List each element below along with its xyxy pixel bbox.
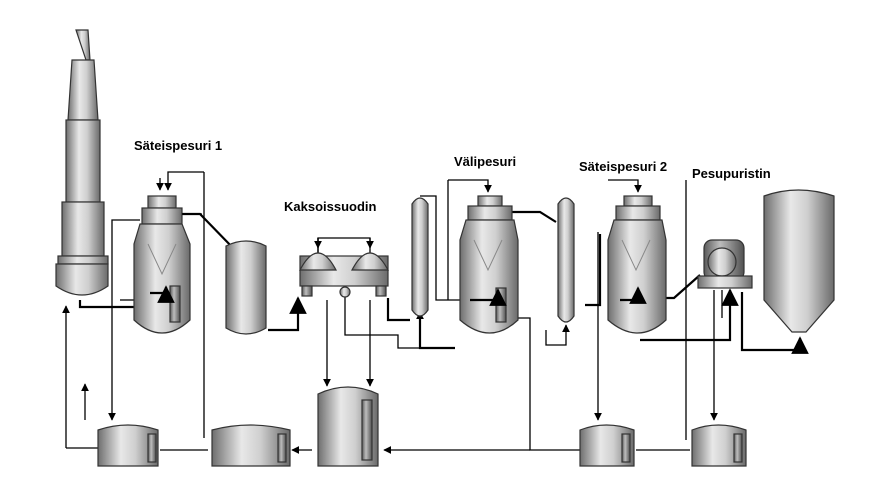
label-sateispesuri-2: Säteispesuri 2 xyxy=(579,159,668,174)
separator-column-1 xyxy=(411,197,429,317)
bottom-tank-5 xyxy=(691,424,747,467)
pesupuristin-press xyxy=(697,239,753,289)
separator-column-2 xyxy=(557,197,575,323)
pipe-overlay xyxy=(150,213,647,306)
sateispesuri-1-vessel xyxy=(133,195,191,334)
bottom-tank-3 xyxy=(317,386,379,467)
reactor-column xyxy=(55,29,109,296)
label-pesupuristin: Pesupuristin xyxy=(692,166,771,181)
valipesuri-vessel xyxy=(459,195,519,334)
final-silo xyxy=(763,189,835,333)
kaksoissuodin-filter xyxy=(299,252,389,298)
label-sateispesuri-1: Säteispesuri 1 xyxy=(134,138,223,153)
label-kaksoissuodin: Kaksoissuodin xyxy=(284,199,377,214)
storage-tank-1 xyxy=(225,240,267,335)
bottom-tank-2 xyxy=(211,424,291,467)
label-valipesuri: Välipesuri xyxy=(454,154,517,169)
sateispesuri-2-vessel xyxy=(607,195,667,334)
bottom-tank-4 xyxy=(579,424,635,467)
bottom-tank-1 xyxy=(97,424,159,467)
